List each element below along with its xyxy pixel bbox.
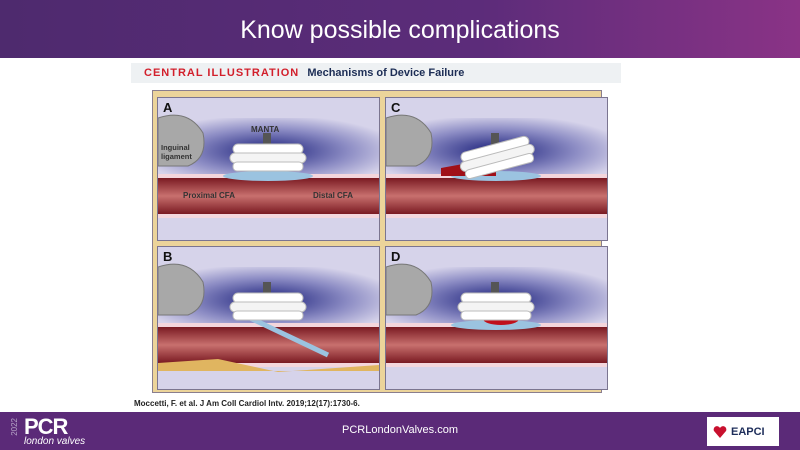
slide-title: Know possible complications — [240, 16, 560, 44]
panel-letter: C — [391, 100, 401, 115]
panel-d: D — [385, 246, 608, 390]
eapci-label: EAPCI — [731, 425, 765, 438]
panel-letter: D — [391, 249, 400, 264]
figure-title-bar: CENTRAL ILLUSTRATION Mechanisms of Devic… — [131, 63, 621, 83]
ligament-label: ligament — [161, 152, 192, 161]
citation: Moccetti, F. et al. J Am Coll Cardiol In… — [134, 399, 360, 408]
figure-title: Mechanisms of Device Failure — [307, 67, 465, 79]
footer-bar: 2022 PCR london valves PCRLondonValves.c… — [0, 412, 800, 450]
logo-brand: PCR — [24, 414, 68, 439]
heart-icon — [713, 425, 727, 438]
header-bar: Know possible complications — [0, 0, 800, 58]
figure-label: CENTRAL ILLUSTRATION — [144, 67, 300, 79]
manta-label: MANTA — [251, 125, 280, 134]
ligament-label: Inguinal — [161, 143, 190, 152]
panel-c: C — [385, 97, 608, 241]
eapci-logo: EAPCI — [707, 417, 779, 446]
panel-letter: B — [163, 249, 172, 264]
footer-url[interactable]: PCRLondonValves.com — [342, 424, 458, 436]
distal-cfa-label: Distal CFA — [313, 191, 353, 200]
proximal-cfa-label: Proximal CFA — [183, 191, 235, 200]
panel-b: B — [157, 246, 380, 390]
panel-letter: A — [163, 100, 173, 115]
logo-subbrand: london valves — [24, 436, 86, 447]
